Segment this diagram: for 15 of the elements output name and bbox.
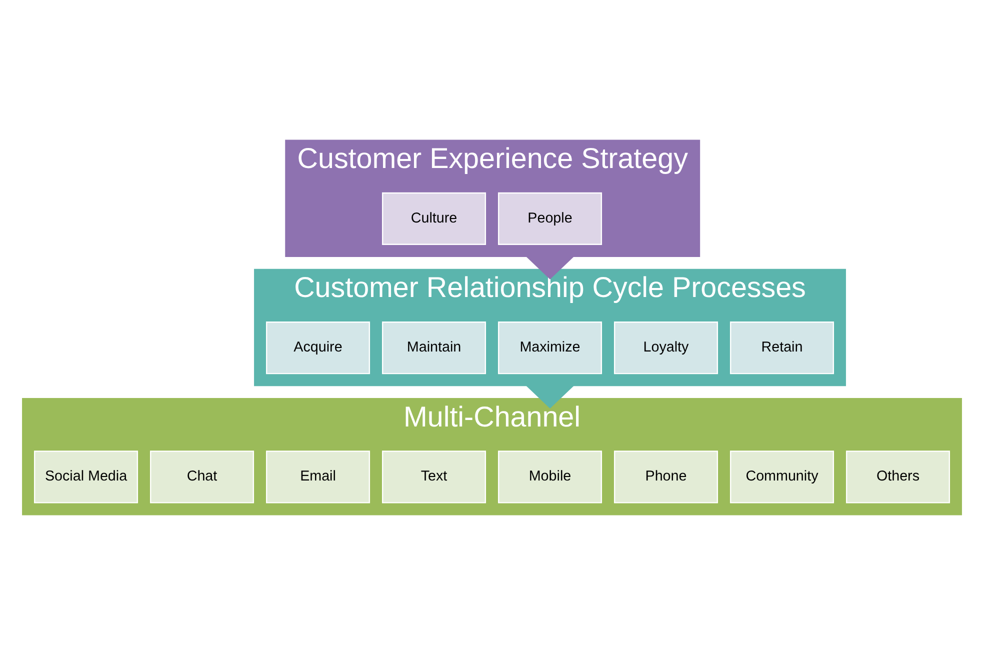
node-box: Acquire [266,322,370,374]
node-box: Email [266,450,370,504]
node-box: Maximize [498,322,602,374]
node-box: Retain [730,322,834,374]
node-box: Mobile [498,450,602,504]
node-box: Text [382,450,486,504]
node-box: Social Media [34,450,138,504]
node-box: Chat [150,450,254,504]
node-box: People [498,192,602,245]
node-box: Phone [614,450,718,504]
node-box: Culture [382,192,486,245]
node-box: Loyalty [614,322,718,374]
node-box: Others [846,450,950,504]
node-box: Community [730,450,834,504]
node-box: Maintain [382,322,486,374]
